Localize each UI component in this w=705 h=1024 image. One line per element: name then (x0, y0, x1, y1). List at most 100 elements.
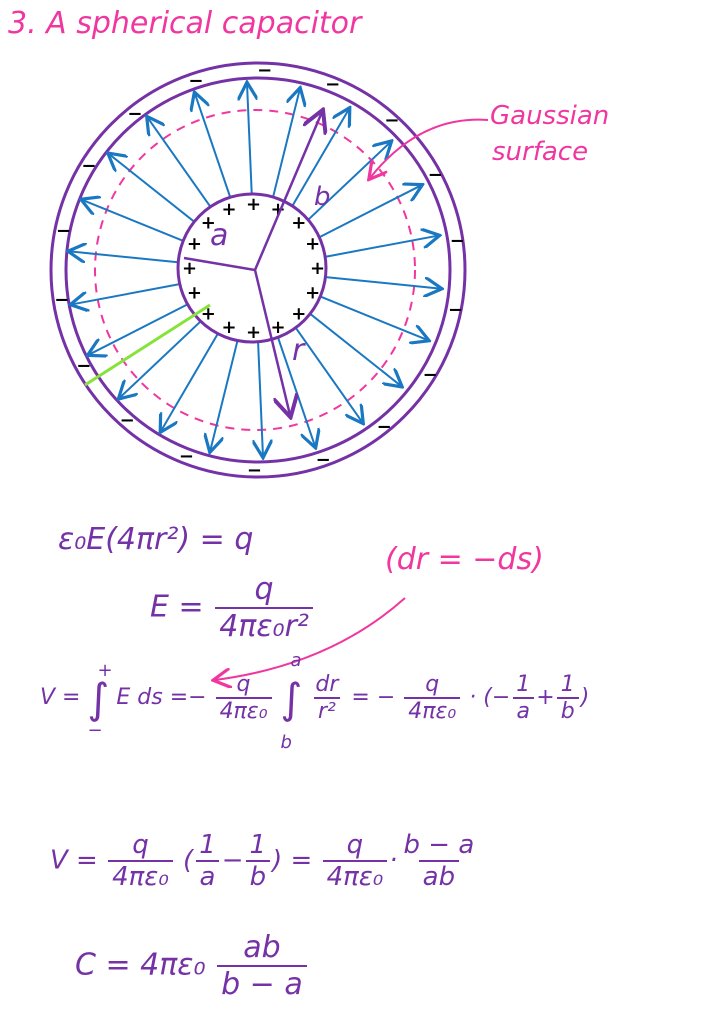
negative-charge: − (377, 416, 392, 437)
field-line-arrow (83, 200, 191, 245)
capacitor-diagram: ++++++++++++++++−−−−−−−−−−−−−−−−−− a b r (49, 60, 489, 481)
negative-charge: − (384, 110, 399, 131)
positive-charge: + (305, 234, 320, 255)
v2-t2-num: 1 (249, 830, 267, 860)
v1-frac2-num: q (425, 672, 440, 697)
v1-lhs: V = (40, 685, 81, 710)
v1-t1-den: a (512, 697, 534, 724)
negative-charge: − (257, 60, 272, 81)
field-line-arrow (109, 154, 201, 228)
v2-frac3-num: b − a (403, 830, 475, 860)
label-r: r (292, 333, 306, 368)
v1-eq2: = − (351, 685, 396, 710)
v2-frac2-num: q (346, 830, 364, 860)
negative-charge: − (316, 450, 331, 471)
v2-lhs: V = (50, 845, 98, 876)
field-numerator: q (254, 572, 274, 607)
v1-plus: + (536, 685, 555, 710)
negative-charge: − (76, 356, 91, 377)
c-lhs: C = 4πε₀ (75, 947, 206, 983)
negative-charge: − (54, 290, 69, 311)
negative-charge: − (188, 70, 203, 91)
positive-charge: + (270, 317, 285, 338)
negative-charge: − (247, 460, 262, 481)
gauss-law-equation: ε₀E(4πr²) = q (58, 522, 254, 557)
v1-frac-den: 4πε₀ (215, 697, 272, 724)
positive-charge: + (182, 258, 197, 279)
negative-charge: − (127, 104, 142, 125)
field-denominator: 4πε₀r² (215, 607, 313, 644)
v1-frac-num: q (236, 672, 251, 697)
label-b: b (314, 182, 331, 212)
inner-sphere (176, 192, 328, 344)
positive-charge: + (222, 199, 237, 220)
positive-charge: + (246, 322, 261, 343)
v2-frac-num: q (132, 830, 149, 860)
field-lhs: E = (150, 589, 204, 625)
gaussian-label-line1: Gaussian (490, 101, 610, 131)
v2-dot: · (389, 845, 398, 876)
field-line-arrow (324, 275, 440, 289)
negative-charge: − (423, 364, 438, 385)
v1-t2-den: b (556, 697, 579, 724)
negative-charge: − (428, 164, 443, 185)
v1-t2-num: 1 (560, 672, 575, 697)
integral-sign: ∫+− (87, 659, 113, 741)
field-line-arrow (247, 84, 252, 201)
v1-int-num: dr (315, 672, 339, 697)
v1-integrand: E ds = (116, 685, 189, 710)
radius-r-line (253, 269, 290, 415)
negative-charge: − (56, 220, 71, 241)
field-line-arrow (316, 186, 420, 240)
v2-frac2-den: 4πε₀ (322, 860, 388, 892)
field-line-arrow (289, 109, 348, 211)
negative-charge: − (120, 410, 135, 431)
field-line-arrow (294, 326, 362, 422)
field-line-arrow (120, 317, 205, 398)
v1-upper-limit: + (97, 659, 113, 681)
negative-charge: − (179, 446, 194, 467)
highlight-line (84, 303, 211, 387)
field-line-arrow (305, 142, 390, 223)
positive-charge: + (222, 317, 237, 338)
positive-charge: + (246, 194, 261, 215)
v1-int-lower: b (280, 731, 292, 753)
v1-tail: · (− (469, 685, 511, 710)
negative-charge: − (325, 74, 340, 95)
positive-charge: + (201, 213, 216, 234)
c-num: ab (243, 930, 281, 965)
radius-b-line (253, 112, 322, 271)
c-den: b − a (217, 965, 307, 1002)
gaussian-surface-label: Gaussian surface (490, 98, 609, 170)
label-a: a (210, 218, 228, 253)
field-line-arrow (89, 300, 194, 355)
gaussian-surface (94, 109, 416, 431)
v2-t2-den: b (245, 860, 271, 892)
note-pointer-arrow (215, 597, 406, 680)
positive-charge: + (291, 213, 306, 234)
v2-frac3-den: ab (418, 860, 460, 892)
field-line-arrow (276, 335, 315, 446)
negative-charge: − (81, 156, 96, 177)
field-line-arrow (70, 251, 186, 265)
v2-t1-den: a (195, 860, 220, 892)
field-line-arrow (258, 339, 263, 456)
radius-a-line (183, 256, 256, 272)
page-title: 3. A spherical capacitor (8, 6, 362, 41)
outer-shell-outer-surface (49, 61, 467, 479)
field-line-arrow (309, 312, 401, 386)
v2-t1-num: 1 (199, 830, 216, 860)
v1-int-upper: a (290, 649, 302, 671)
